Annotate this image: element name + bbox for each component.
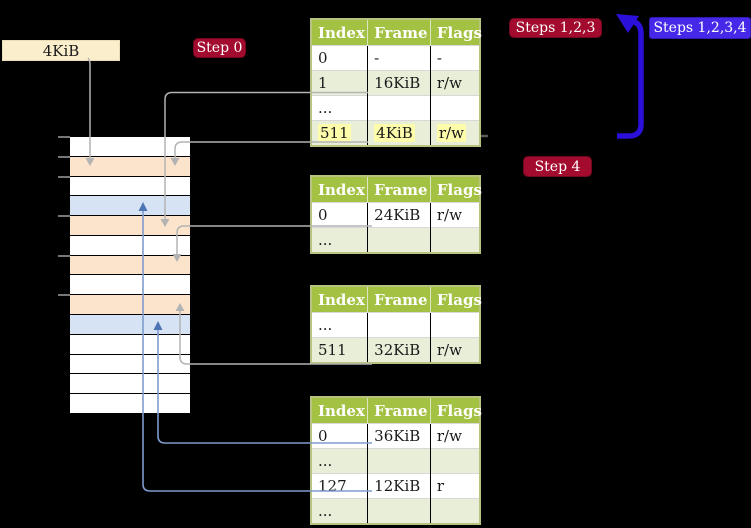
table-row: 0 - -: [311, 45, 480, 71]
step4-badge: Step 4: [523, 156, 592, 177]
table-row: 1 16KiB r/w: [311, 70, 480, 96]
column-header: Index: [311, 397, 368, 424]
table-row: ...: [311, 448, 480, 474]
column-header: Frame: [367, 176, 431, 203]
column-header: Index: [311, 19, 368, 46]
column-header: Flags: [429, 19, 482, 46]
highlighted-value: 4KiB: [374, 124, 415, 142]
memory-row: [70, 216, 190, 236]
table-row: 0 24KiB r/w: [311, 202, 480, 228]
memory-row: [70, 255, 190, 276]
page-table-second: Index Frame Flags 0 24KiB r/w ...: [310, 175, 482, 254]
page-table-bottom: Index Frame Flags 0 36KiB r/w ... 127 12…: [310, 396, 482, 525]
column-header: Flags: [429, 286, 482, 313]
memory-row: [70, 137, 190, 157]
page-table-top: Index Frame Flags 0 - - 1 16KiB r/w ... …: [310, 18, 482, 147]
table-row-highlighted: 511 4KiB r/w: [311, 120, 480, 146]
highlighted-value: r/w: [436, 124, 466, 142]
memory-row: [70, 196, 190, 217]
table-row: ...: [311, 312, 480, 338]
page-size-label: 4KiB: [2, 40, 120, 61]
column-header: Frame: [367, 19, 431, 46]
table-header-row: Index Frame Flags: [311, 397, 482, 424]
table-header-row: Index Frame Flags: [311, 176, 482, 203]
memory-row: [70, 275, 190, 296]
memory-row: [70, 235, 190, 256]
table-header-row: Index Frame Flags: [311, 286, 482, 313]
steps1234-badge: Steps 1,2,3,4: [649, 17, 751, 39]
memory-row: [70, 176, 190, 197]
physical-memory-column: [70, 137, 190, 413]
memory-row: [70, 334, 190, 355]
steps123-badge: Steps 1,2,3: [509, 18, 602, 38]
big-arrowhead: [616, 14, 639, 33]
column-header: Frame: [367, 397, 431, 424]
column-header: Frame: [367, 286, 431, 313]
column-header: Flags: [429, 176, 482, 203]
page-table-third: Index Frame Flags ... 511 32KiB r/w: [310, 285, 482, 364]
column-header: Index: [311, 286, 368, 313]
column-header: Flags: [429, 397, 482, 424]
table-row: 127 12KiB r: [311, 473, 480, 499]
step0-badge: Step 0: [193, 38, 246, 58]
table-row: ...: [311, 227, 480, 253]
memory-row: [70, 374, 190, 395]
memory-tick-marks: [58, 136, 70, 296]
memory-row: [70, 394, 190, 413]
memory-row: [70, 295, 190, 316]
memory-row: [70, 315, 190, 335]
memory-row: [70, 156, 190, 177]
big-blue-curved-arrow: [616, 14, 644, 139]
highlighted-value: 511: [318, 124, 351, 142]
table-row: ...: [311, 498, 480, 524]
table-row: ...: [311, 95, 480, 121]
memory-row: [70, 354, 190, 375]
table-row: 0 36KiB r/w: [311, 423, 480, 449]
column-header: Index: [311, 176, 368, 203]
table-row: 511 32KiB r/w: [311, 337, 480, 363]
table-header-row: Index Frame Flags: [311, 19, 482, 46]
